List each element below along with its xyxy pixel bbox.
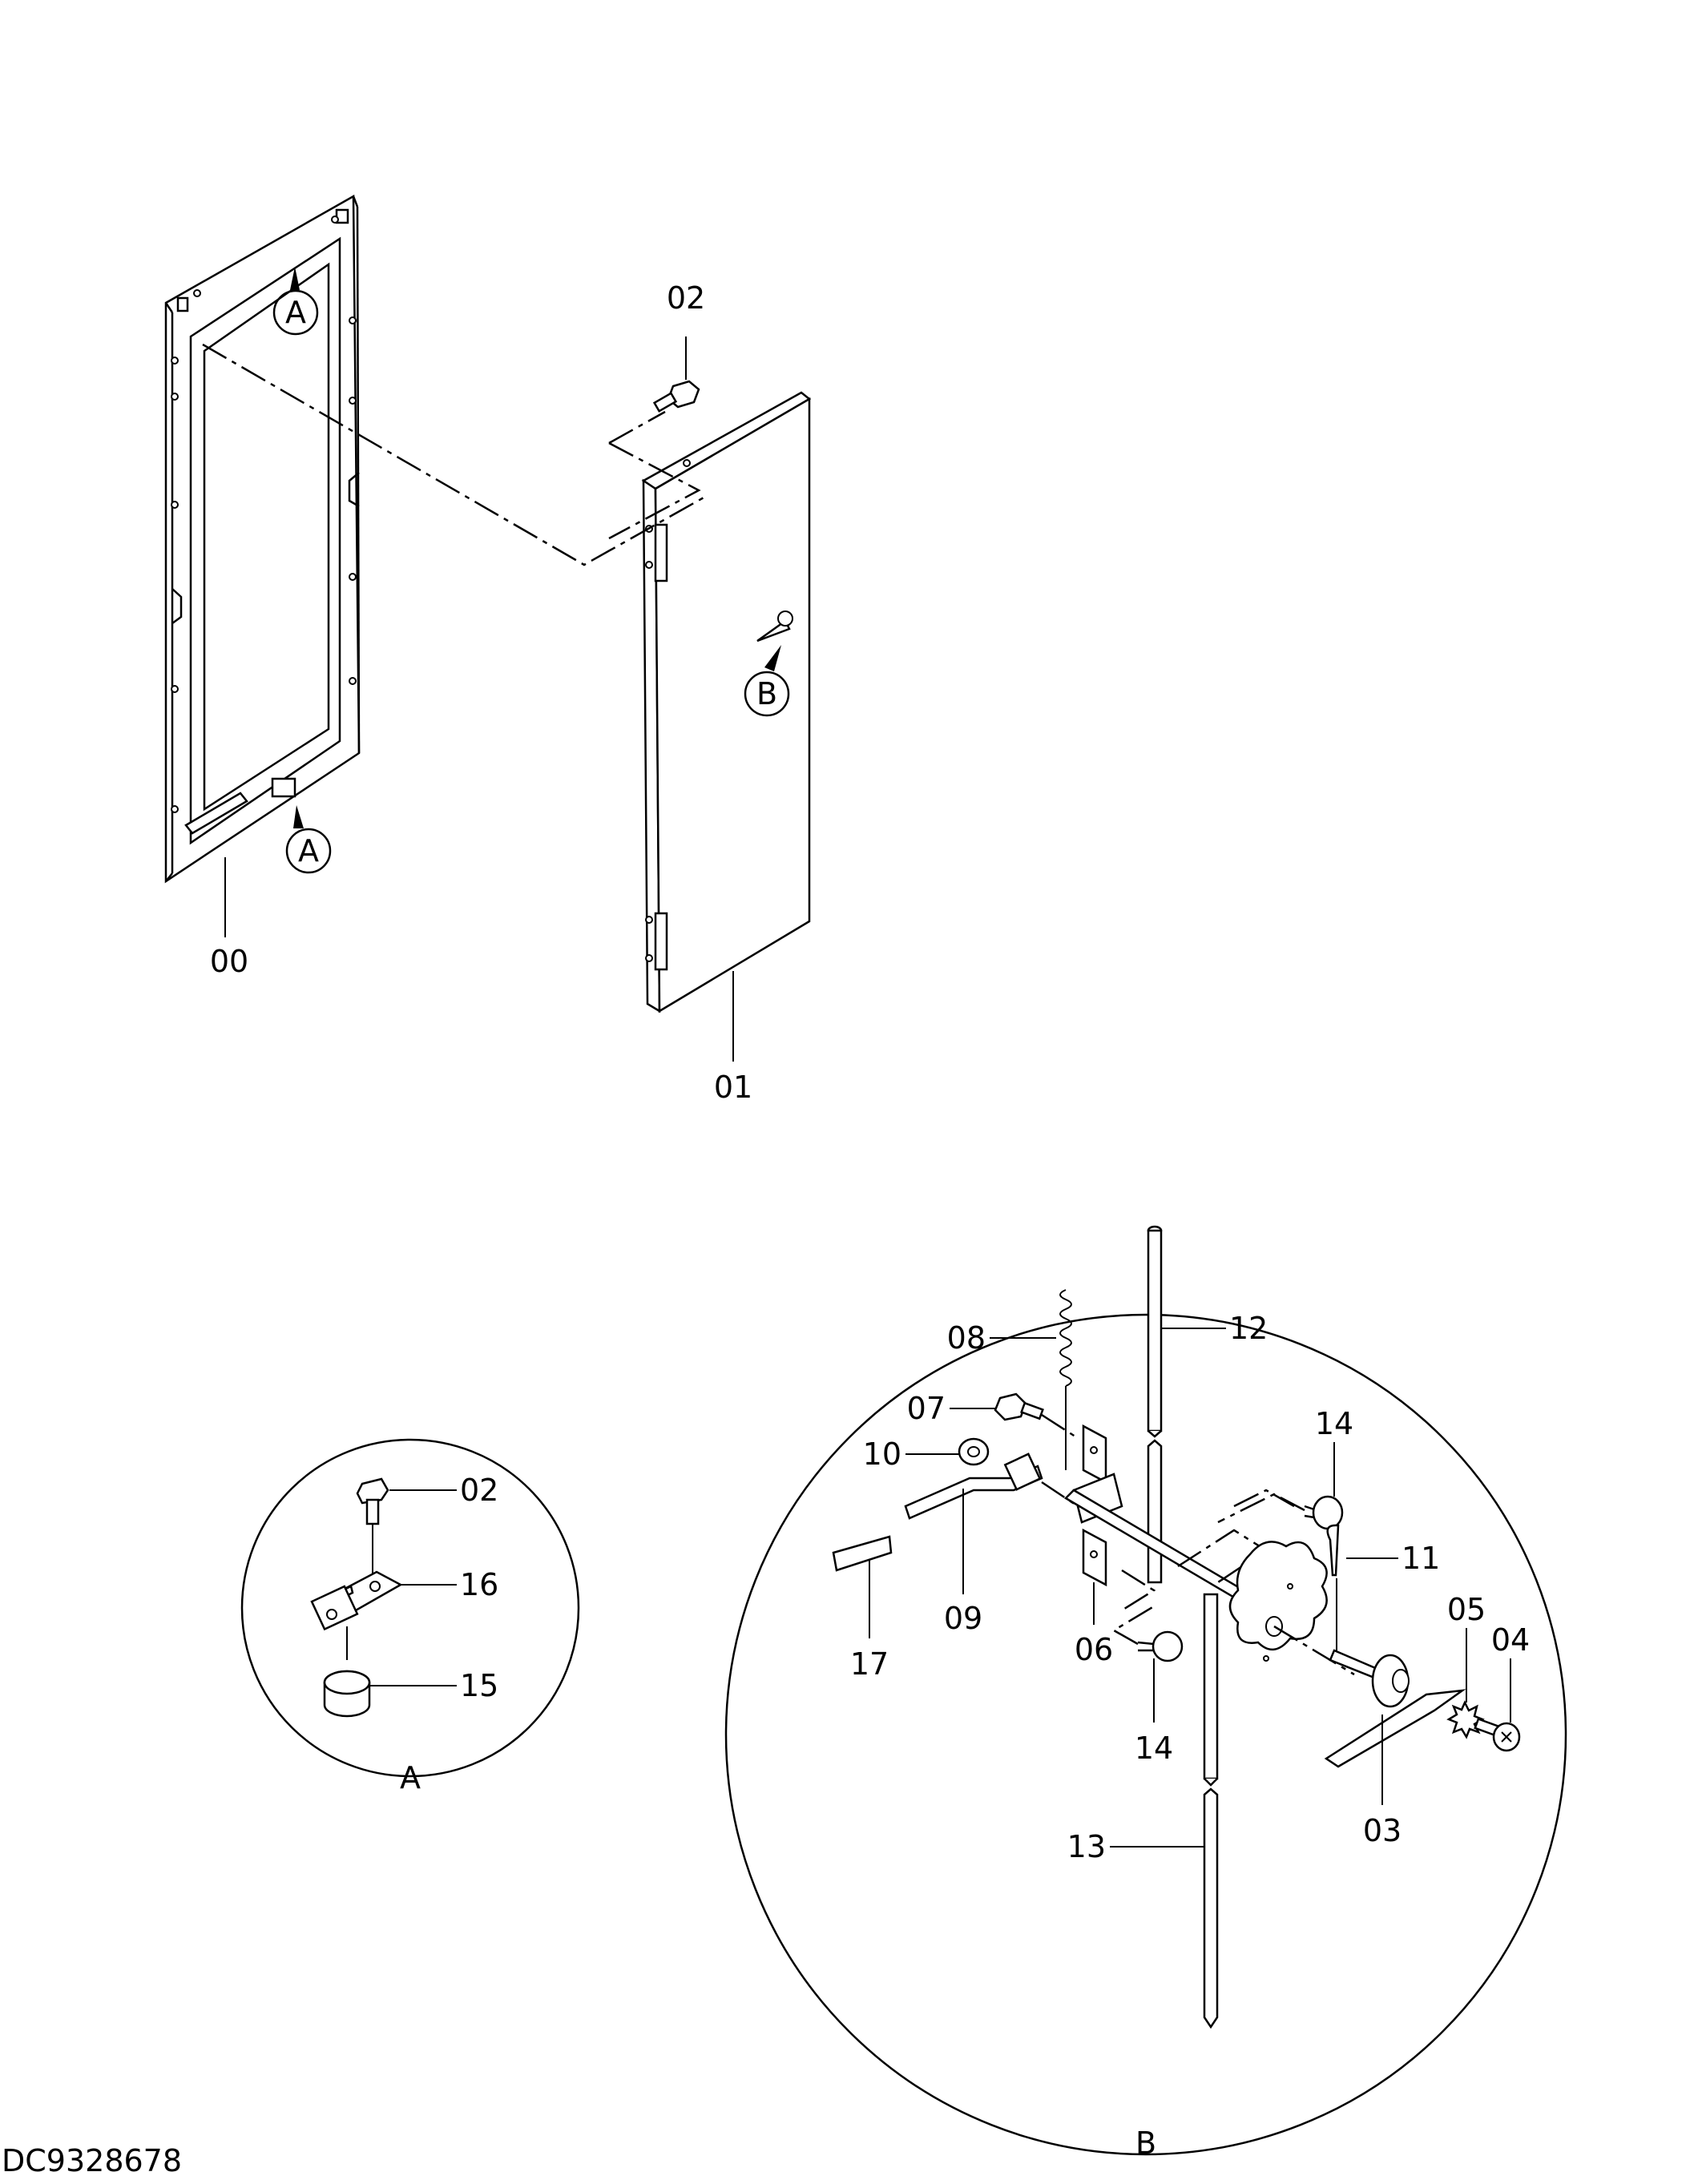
screw-04 xyxy=(1474,1717,1521,1752)
part-label-11: 11 xyxy=(1402,1541,1440,1576)
drawing-id: DC9328678 xyxy=(2,2143,182,2178)
rod-12 xyxy=(1147,1225,1163,1438)
handle-03 xyxy=(1324,1649,1466,1768)
part-label-14-upper: 14 xyxy=(1315,1406,1353,1441)
callout-a-top: A xyxy=(272,267,319,336)
callout-a-bottom-label: A xyxy=(298,833,319,868)
detail-a-bracket xyxy=(310,1477,403,1718)
part-label-01: 01 xyxy=(714,1070,752,1105)
callout-a-bottom: A xyxy=(285,805,332,874)
bolt-02-door xyxy=(652,336,700,413)
detail-b-label: B xyxy=(1135,2126,1156,2161)
part-label-16: 16 xyxy=(460,1567,498,1602)
part-label-04: 04 xyxy=(1491,1622,1530,1658)
rod-13 xyxy=(1203,1593,1219,2029)
assembly-line-frame xyxy=(202,343,706,566)
part-label-10: 10 xyxy=(863,1437,901,1472)
part-label-07: 07 xyxy=(907,1391,946,1426)
bolt-07 xyxy=(994,1392,1079,1440)
callout-a-top-label: A xyxy=(285,295,306,330)
part-label-02-detail: 02 xyxy=(460,1473,498,1508)
lever-09 xyxy=(904,1453,1079,1520)
assembly-line-bolt xyxy=(608,410,701,540)
part-label-15: 15 xyxy=(460,1668,498,1703)
door-frame xyxy=(164,194,361,884)
gasket-plate xyxy=(1228,1541,1355,1676)
part-label-05: 05 xyxy=(1447,1592,1486,1627)
door-panel xyxy=(641,391,812,1013)
pad-17 xyxy=(832,1535,893,1572)
part-label-13: 13 xyxy=(1067,1829,1106,1864)
rod-12-lower-segment xyxy=(1147,1439,1163,1584)
part-label-03: 03 xyxy=(1363,1813,1402,1848)
part-label-02-door: 02 xyxy=(667,280,705,316)
detail-a-circle: A xyxy=(240,1438,580,1795)
cotter-pin-11 xyxy=(1326,1524,1340,1650)
part-label-17: 17 xyxy=(850,1646,889,1682)
callout-b-door: B xyxy=(744,645,790,717)
part-label-14-lower: 14 xyxy=(1135,1731,1173,1766)
part-label-00: 00 xyxy=(210,944,248,979)
part-label-06: 06 xyxy=(1075,1632,1113,1667)
spring-08 xyxy=(1059,1289,1072,1470)
part-label-12: 12 xyxy=(1229,1311,1268,1346)
part-label-08: 08 xyxy=(947,1320,986,1356)
callout-b-door-label: B xyxy=(756,676,777,711)
rivet-14-lower xyxy=(1111,1605,1184,1662)
part-label-09: 09 xyxy=(944,1601,982,1636)
detail-b-circle: B xyxy=(724,1313,1567,2161)
detail-a-label: A xyxy=(400,1760,421,1795)
nut-10 xyxy=(958,1437,990,1466)
rivet-14-upper xyxy=(1217,1493,1344,1530)
